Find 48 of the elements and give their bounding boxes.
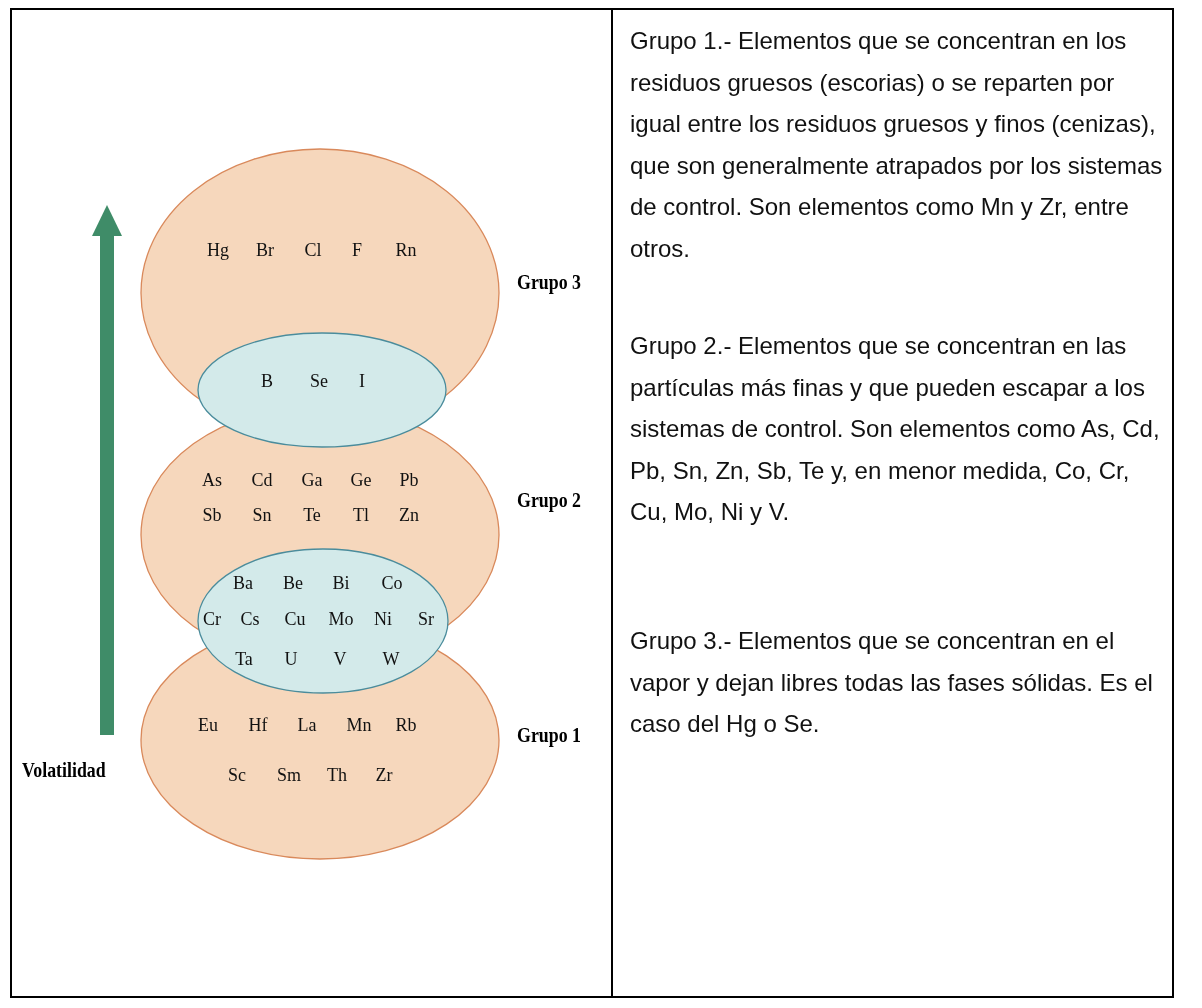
element-symbol: Cu <box>284 609 306 630</box>
element-symbol: As <box>202 470 222 491</box>
description-paragraph: Grupo 1.- Elementos que se concentran en los residuos gruesos (escorias) o se reparten por igual entre los residuos gruesos y finos (cenizas), que son generalmente atrapados por los sistemas de control. Son elementos como Mn y Zr, entre otros. <box>630 26 1164 264</box>
element-symbol: Pb <box>399 470 419 491</box>
element-symbol: Se <box>310 371 328 392</box>
element-symbol: Ga <box>301 470 323 491</box>
element-symbol: Ba <box>233 573 253 594</box>
element-symbol: Cd <box>251 470 273 491</box>
element-symbol: Rn <box>395 240 417 261</box>
element-symbol: Sm <box>277 765 301 786</box>
group-label: Grupo 3 <box>517 270 581 295</box>
element-symbol: Zn <box>399 505 419 526</box>
description-paragraph: Grupo 2.- Elementos que se concentran en las partículas más finas y que pueden escapar a los sistemas de control. Son elementos como As, Cd, Pb, Sn, Zn, Sb, Te y, en menor medida, Co, Cr, Cu, Mo, Ni y V. <box>630 331 1161 527</box>
element-symbol: Hf <box>248 715 268 736</box>
element-symbol: La <box>297 715 317 736</box>
element-symbol: U <box>284 649 298 670</box>
element-symbol: Mn <box>346 715 372 736</box>
element-symbol: Co <box>381 573 403 594</box>
element-symbol: Zr <box>375 765 393 786</box>
element-symbol: Cl <box>304 240 322 261</box>
element-symbol: Mo <box>328 609 354 630</box>
element-symbol: Sn <box>252 505 272 526</box>
element-symbol: Tl <box>353 505 369 526</box>
element-symbol: Eu <box>198 715 218 736</box>
element-symbol: Th <box>327 765 347 786</box>
element-symbol: Bi <box>332 573 350 594</box>
element-symbol: I <box>359 371 365 392</box>
element-symbol: W <box>382 649 400 670</box>
element-symbol: Be <box>283 573 303 594</box>
group-label: Grupo 1 <box>517 723 581 748</box>
element-symbol: Br <box>256 240 274 261</box>
element-symbol: Sr <box>418 609 434 630</box>
element-symbol: V <box>333 649 347 670</box>
description-paragraph: Grupo 3.- Elementos que se concentran en el vapor y dejan libres todas las fases sólidas. Es el caso del Hg o Se. <box>630 626 1154 739</box>
element-symbol: Ge <box>350 470 372 491</box>
element-symbol: Ni <box>374 609 392 630</box>
element-symbol: Sb <box>202 505 222 526</box>
element-symbol: Ta <box>235 649 253 670</box>
element-symbol: B <box>261 371 273 392</box>
element-symbol: F <box>352 240 362 261</box>
element-symbol: Cs <box>240 609 260 630</box>
element-symbol: Hg <box>207 240 229 261</box>
axis-label: Volatilidad <box>22 758 106 783</box>
element-symbol: Cr <box>203 609 221 630</box>
element-symbol: Sc <box>228 765 246 786</box>
group-label: Grupo 2 <box>517 488 581 513</box>
element-symbol: Te <box>303 505 321 526</box>
element-symbol: Rb <box>395 715 417 736</box>
